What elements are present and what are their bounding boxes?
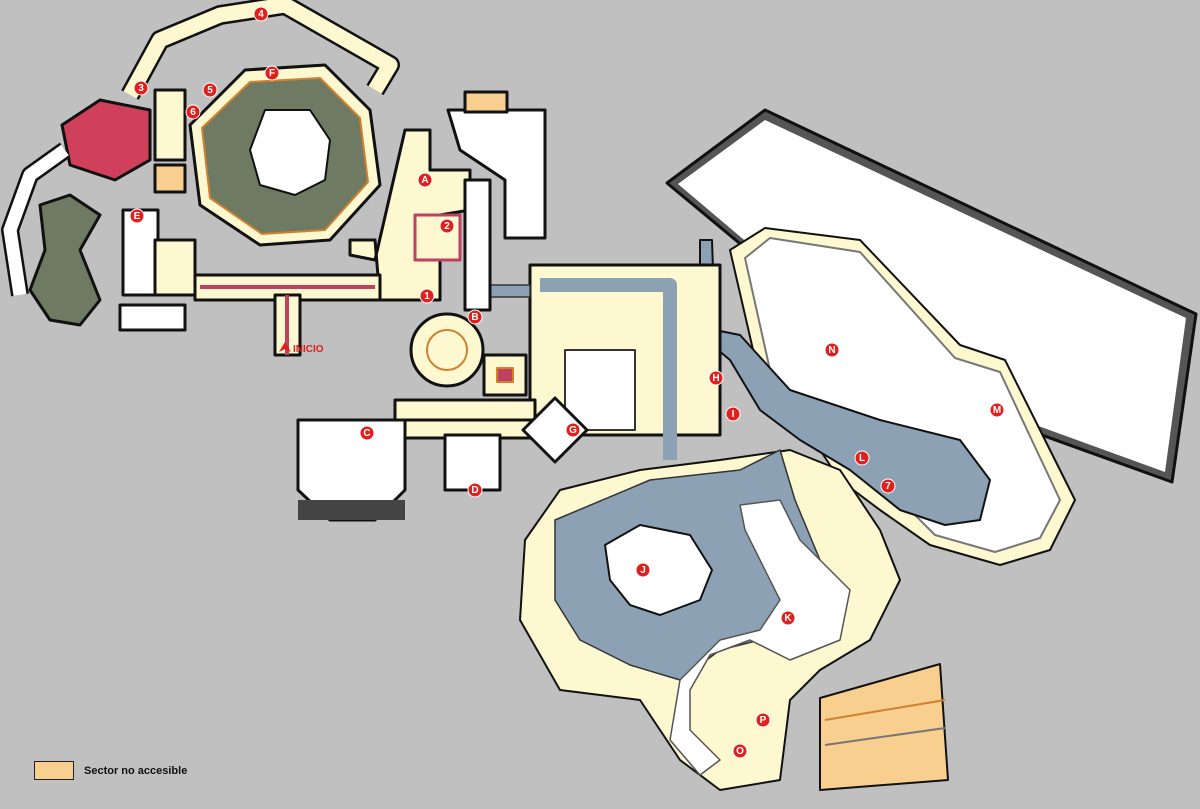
marker-circle bbox=[359, 425, 375, 441]
marker-circle bbox=[253, 6, 269, 22]
marker-circle bbox=[780, 610, 796, 626]
marker-label: M bbox=[993, 405, 1001, 416]
lava-room bbox=[60, 98, 152, 182]
marker-3: 3 bbox=[133, 80, 149, 96]
start-arrow-icon bbox=[279, 342, 291, 352]
marker-circle bbox=[635, 562, 651, 578]
marker-2: 2 bbox=[439, 218, 455, 234]
marker-o: O bbox=[732, 743, 748, 759]
marker-circle bbox=[565, 422, 581, 438]
marker-circle bbox=[417, 172, 433, 188]
marker-d: D bbox=[467, 482, 483, 498]
marker-c: C bbox=[359, 425, 375, 441]
marker-label: L bbox=[859, 453, 865, 464]
marker-label: 6 bbox=[190, 107, 196, 118]
marker-label: N bbox=[828, 345, 835, 356]
start-marker: INICIO bbox=[279, 342, 324, 355]
marker-k: K bbox=[780, 610, 796, 626]
diamond-room-g bbox=[521, 396, 589, 464]
marker-circle bbox=[755, 712, 771, 728]
marker-label: B bbox=[471, 312, 478, 323]
legend: Sector no accesible bbox=[34, 761, 187, 780]
map-markers: A B C D E F G H I J K L M N O P 1 2 3 4 56 7 bbox=[129, 6, 1005, 759]
marker-m: M bbox=[989, 402, 1005, 418]
marker-circle bbox=[732, 743, 748, 759]
marker-label: J bbox=[640, 565, 646, 576]
marker-label: F bbox=[269, 68, 275, 79]
marker-circle bbox=[854, 450, 870, 466]
marker-label: E bbox=[134, 211, 141, 222]
marker-circle bbox=[185, 104, 201, 120]
cave-area bbox=[28, 193, 102, 327]
marker-circle bbox=[989, 402, 1005, 418]
marker-circle bbox=[708, 370, 724, 386]
marker-label: 1 bbox=[424, 291, 430, 302]
marker-label: 4 bbox=[258, 9, 264, 20]
marker-f: F bbox=[264, 65, 280, 81]
marker-a: A bbox=[417, 172, 433, 188]
marker-label: D bbox=[471, 485, 478, 496]
marker-circle bbox=[202, 82, 218, 98]
marker-1: 1 bbox=[419, 288, 435, 304]
marker-label: K bbox=[784, 613, 792, 624]
marker-n: N bbox=[824, 342, 840, 358]
marker-circle bbox=[419, 288, 435, 304]
marker-circle bbox=[133, 80, 149, 96]
legend-label: Sector no accesible bbox=[84, 764, 188, 777]
marker-g: G bbox=[565, 422, 581, 438]
marker-circle bbox=[880, 478, 896, 494]
marker-circle bbox=[129, 208, 145, 224]
start-label: INICIO bbox=[293, 344, 324, 355]
marker-label: 3 bbox=[138, 83, 144, 94]
marker-circle bbox=[264, 65, 280, 81]
marker-label: 5 bbox=[207, 85, 213, 96]
marker-circle bbox=[725, 406, 741, 422]
marker-4: 4 bbox=[253, 6, 269, 22]
marker-6: 6 bbox=[185, 104, 201, 120]
marker-b: B bbox=[467, 309, 483, 325]
inaccessible-sector bbox=[819, 663, 949, 791]
marker-label: A bbox=[421, 175, 428, 186]
marker-circle bbox=[467, 309, 483, 325]
lake-island bbox=[604, 524, 713, 616]
marker-label: P bbox=[760, 715, 767, 726]
marker-label: O bbox=[736, 746, 744, 757]
marker-p: P bbox=[755, 712, 771, 728]
water-channel bbox=[699, 239, 991, 526]
marker-e: E bbox=[129, 208, 145, 224]
marker-label: C bbox=[363, 428, 370, 439]
map-geometry bbox=[1, 0, 1198, 791]
marker-label: 2 bbox=[444, 221, 450, 232]
marker-label: I bbox=[732, 409, 735, 420]
marker-circle bbox=[439, 218, 455, 234]
marker-h: H bbox=[708, 370, 724, 386]
marker-label: H bbox=[712, 373, 719, 384]
marker-l: L bbox=[854, 450, 870, 466]
marker-i: I bbox=[725, 406, 741, 422]
marker-5: 5 bbox=[202, 82, 218, 98]
marker-j: J bbox=[635, 562, 651, 578]
marker-label: G bbox=[569, 425, 577, 436]
marker-label: 7 bbox=[885, 481, 891, 492]
marker-circle bbox=[467, 482, 483, 498]
marker-7: 7 bbox=[880, 478, 896, 494]
legend-swatch-inaccessible bbox=[34, 761, 74, 780]
marker-circle bbox=[824, 342, 840, 358]
